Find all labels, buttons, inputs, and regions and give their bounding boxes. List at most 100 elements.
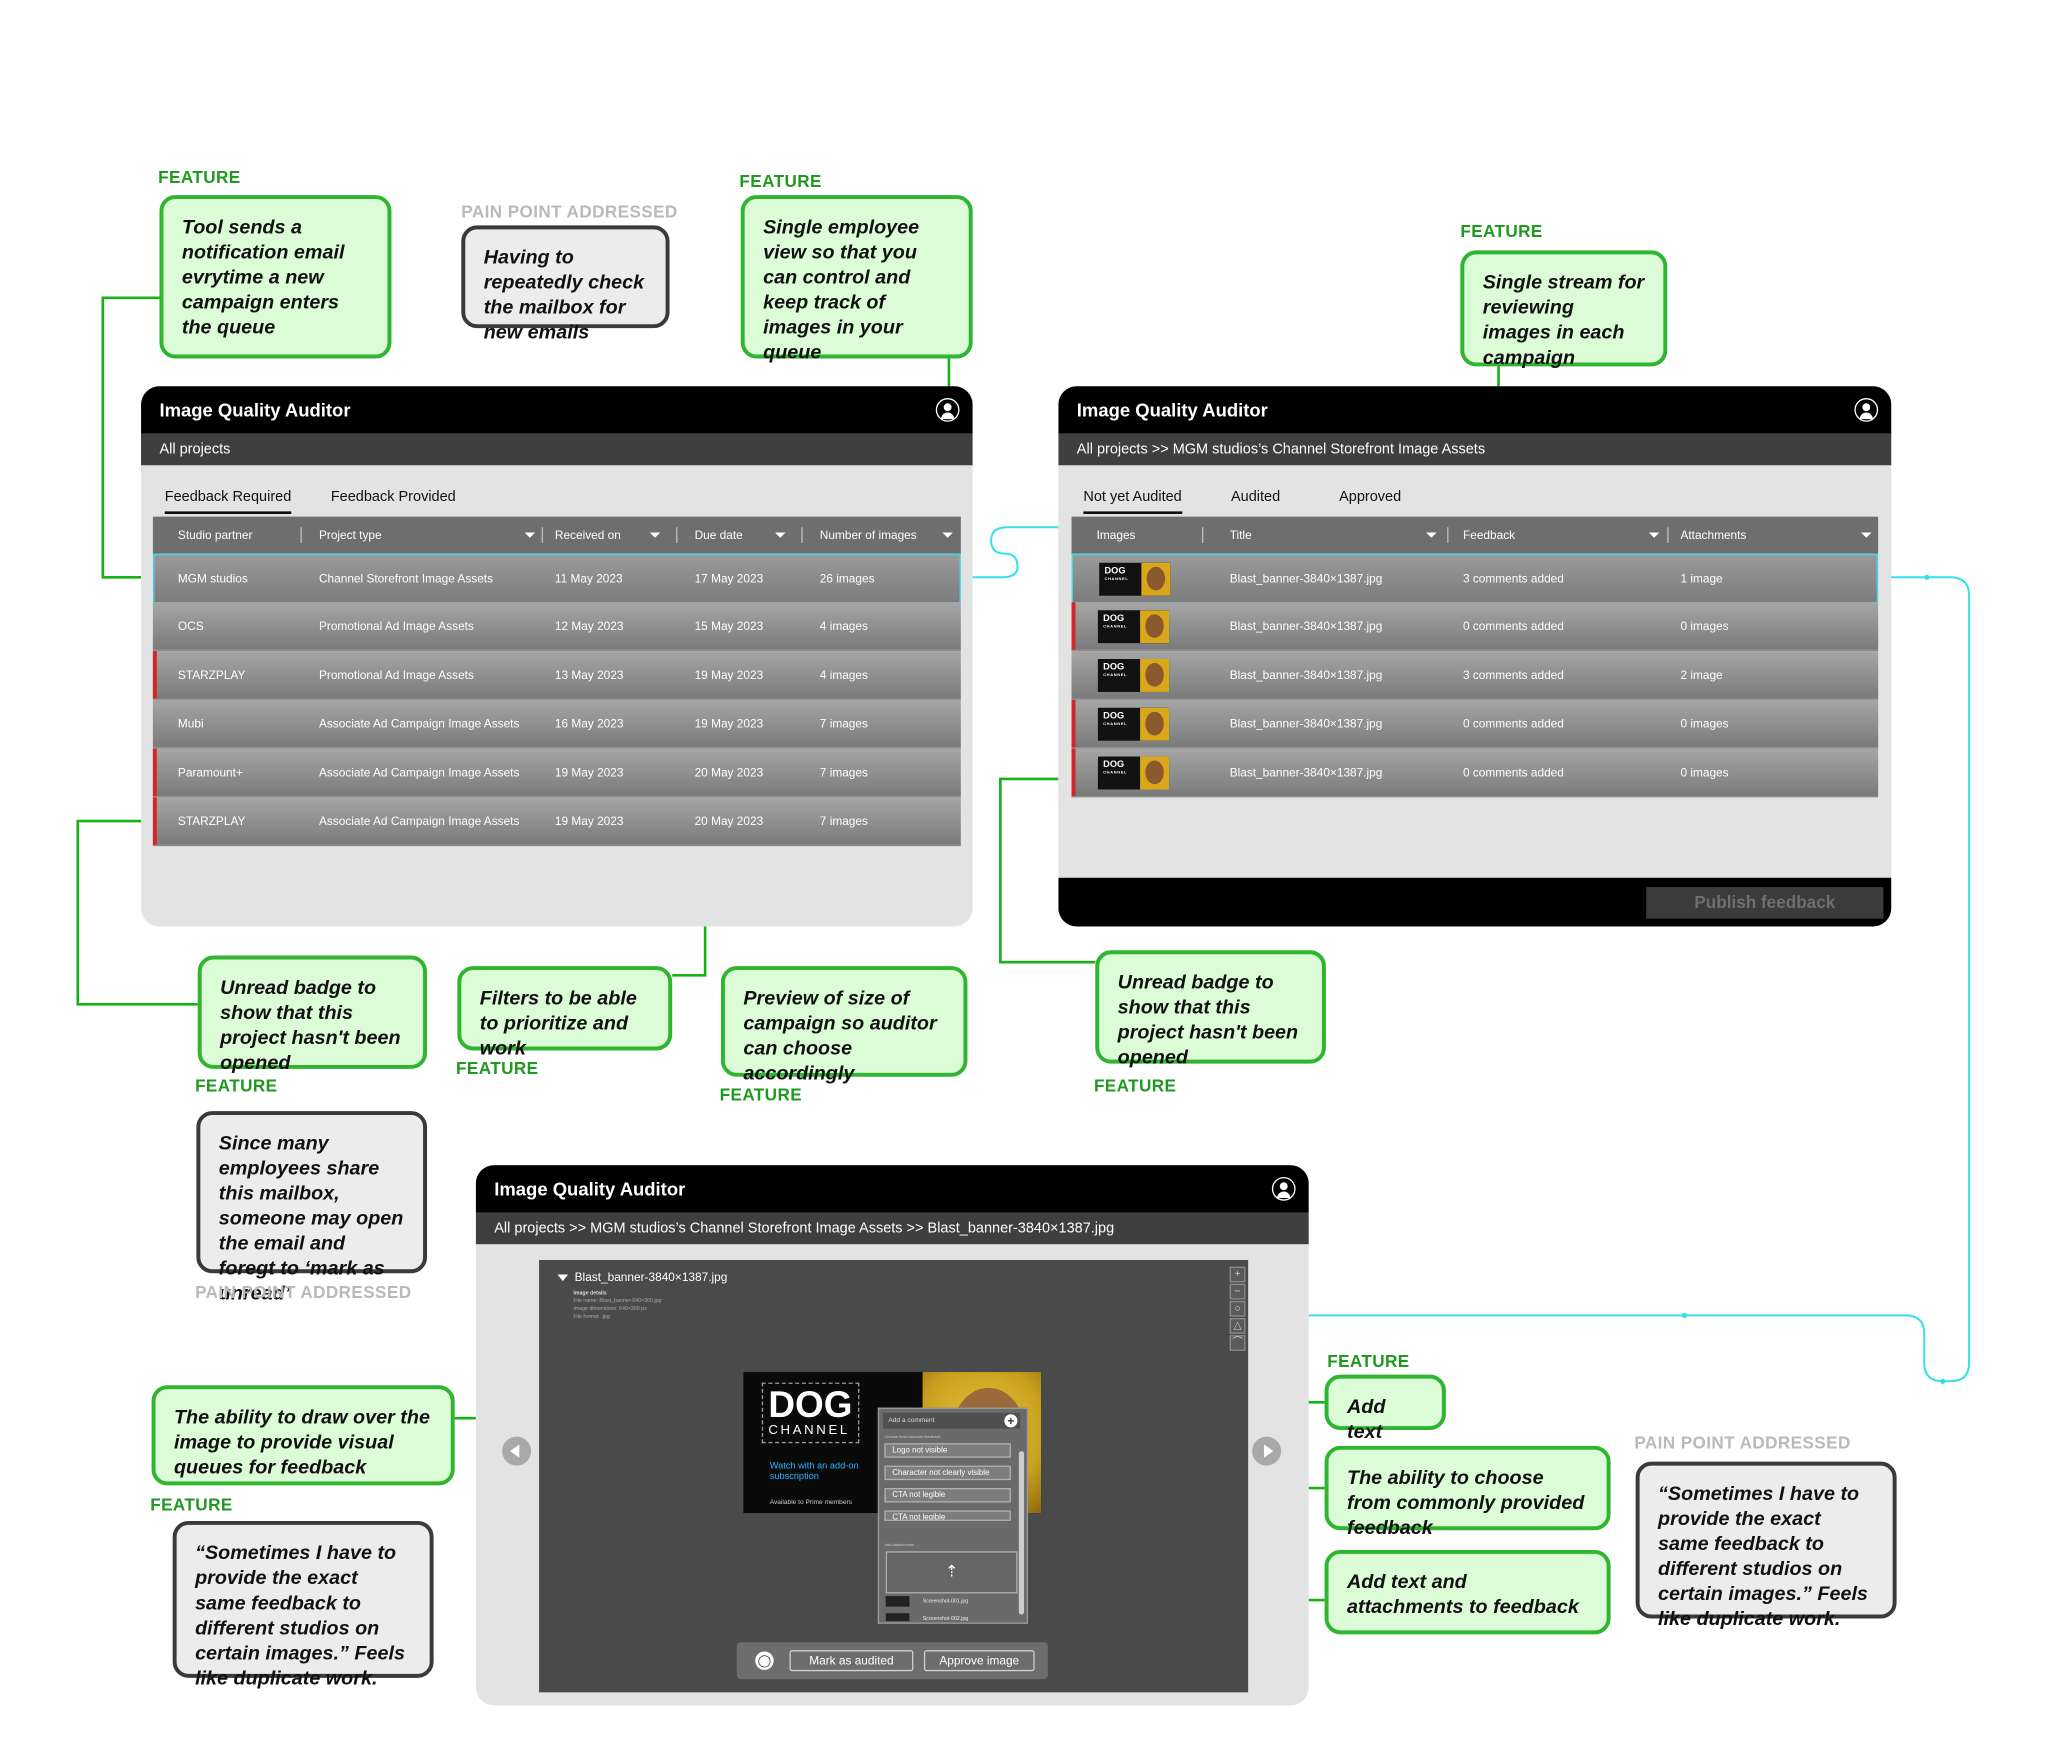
feedback-option[interactable]: Character not clearly visible [884,1465,1011,1481]
attachment-file[interactable]: Screenshot-001.jpg [886,1595,1015,1608]
user-avatar-icon[interactable] [1271,1176,1296,1201]
chevron-down-icon[interactable] [942,532,953,538]
breadcrumb-text[interactable]: All projects [159,441,231,458]
attachment-file[interactable]: Screenshot-002.jpg [886,1612,1015,1622]
cell-project-type: Associate Ad Campaign Image Assets [318,716,520,731]
cell-attachments: 0 images [1680,765,1729,779]
col-title[interactable]: Title [1229,528,1252,542]
cell-due: 20 May 2023 [694,814,764,828]
cell-project-type: Associate Ad Campaign Image Assets [318,814,520,828]
upload-attachment-icon[interactable]: ⇡ [885,1551,1018,1594]
magnifier-icon[interactable]: ○ [1229,1300,1246,1317]
publish-feedback-button[interactable]: Publish feedback [1646,887,1884,919]
feature-tag: FEATURE [739,171,822,192]
comment-input[interactable]: Add a comment [883,1412,1021,1429]
col-project-type[interactable]: Project type [318,528,382,542]
col-due-date[interactable]: Due date [694,528,743,542]
pain-point-tag: PAIN POINT ADDRESSED [461,201,678,222]
tab-not-yet-audited[interactable]: Not yet Audited [1083,489,1182,515]
projects-table: Studio partner Project type Received on … [152,516,961,849]
file-title[interactable]: Blast_banner-3840×1387.jpg [558,1271,728,1284]
triangle-tool-icon[interactable]: △ [1229,1318,1246,1334]
table-row[interactable]: Paramount+ Associate Ad Campaign Image A… [152,748,961,798]
col-received-on[interactable]: Received on [554,528,621,542]
cell-project-type: Promotional Ad Image Assets [318,668,474,682]
app-title: Image Quality Auditor [1076,399,1268,421]
col-studio-partner[interactable]: Studio partner [177,528,253,542]
previous-image-arrow-icon[interactable] [502,1436,532,1466]
chevron-down-icon[interactable] [1648,532,1660,538]
cell-count: 7 images [819,814,868,828]
table-row[interactable]: STARZPLAY Promotional Ad Image Assets 13… [152,651,961,700]
table-row[interactable]: MGM studios Channel Storefront Image Ass… [152,553,961,604]
cell-received: 11 May 2023 [554,572,623,586]
user-avatar-icon[interactable] [935,398,960,422]
cell-attachments: 0 images [1680,619,1729,633]
chevron-down-icon[interactable] [1426,532,1437,538]
cell-due: 15 May 2023 [694,619,764,633]
common-feedback-label: Choose from common feedback [884,1433,941,1440]
cell-studio: STARZPLAY [177,668,246,682]
cell-attachments: 1 image [1680,572,1723,586]
projects-window: Image Quality Auditor All projects Feedb… [141,386,973,927]
draw-tool-icon[interactable]: ⌒ [1229,1335,1246,1351]
scrollbar[interactable] [1018,1451,1025,1615]
callout-single-employee-view: Single employee view so that you can con… [740,195,973,364]
cell-title: Blast_banner-3840×1387.jpg [1229,716,1383,731]
image-details: Image details File name: Blast_banner-64… [573,1289,662,1320]
comment-panel: Add a comment + Choose from common feedb… [877,1407,1029,1624]
user-avatar-icon[interactable] [1854,398,1879,422]
cell-title: Blast_banner-3840×1387.jpg [1229,572,1383,586]
feedback-option[interactable]: CTA not legible [884,1510,1011,1521]
callout-unread-badge: Unread badge to show that this project h… [197,955,428,1074]
app-title: Image Quality Auditor [159,399,351,421]
cell-studio: Mubi [177,716,204,731]
table-row[interactable]: STARZPLAY Associate Ad Campaign Image As… [152,797,961,847]
table-row[interactable]: OCS Promotional Ad Image Assets 12 May 2… [152,602,961,652]
zoom-out-icon[interactable]: − [1229,1283,1246,1300]
tab-audited[interactable]: Audited [1231,488,1281,505]
mark-as-audited-button[interactable]: Mark as audited [789,1650,914,1672]
tab-approved[interactable]: Approved [1339,488,1402,505]
feedback-option[interactable]: Logo not visible [884,1443,1011,1458]
cell-due: 19 May 2023 [694,716,764,731]
table-row[interactable]: Mubi Associate Ad Campaign Image Assets … [152,699,961,749]
next-image-arrow-icon[interactable] [1252,1436,1282,1466]
cell-studio: MGM studios [177,572,248,586]
app-title: Image Quality Auditor [494,1178,686,1200]
chevron-down-icon[interactable] [524,532,536,538]
comment-bubble-icon[interactable]: ◯ [755,1651,774,1670]
chevron-down-icon[interactable] [774,532,786,538]
breadcrumb: All projects >> MGM studios’s Channel St… [475,1212,1309,1245]
breadcrumb-text[interactable]: All projects >> MGM studios’s Channel St… [1076,441,1486,458]
chevron-down-icon[interactable] [649,532,661,538]
add-comment-icon[interactable]: + [1004,1414,1018,1428]
chevron-down-icon[interactable] [1861,532,1872,538]
col-images[interactable]: Images [1096,528,1136,542]
breadcrumb-text[interactable]: All projects >> MGM studios’s Channel St… [494,1220,1115,1237]
feedback-option[interactable]: CTA not legible [884,1488,1011,1503]
review-action-bar: ◯ Mark as audited Approve image [736,1642,1048,1680]
col-feedback[interactable]: Feedback [1462,528,1516,542]
approve-image-button[interactable]: Approve image [923,1650,1035,1672]
tab-feedback-provided[interactable]: Feedback Provided [330,488,456,505]
feature-tag: FEATURE [195,1075,278,1096]
cell-studio: STARZPLAY [177,814,246,828]
zoom-in-icon[interactable]: + [1229,1266,1246,1283]
col-number-of-images[interactable]: Number of images [819,528,917,542]
callout-duplicate-work-pain: “Sometimes I have to provide the exact s… [172,1520,434,1690]
cell-feedback: 0 comments added [1462,619,1564,633]
col-attachments[interactable]: Attachments [1680,528,1747,542]
tab-feedback-required[interactable]: Feedback Required [164,489,292,515]
